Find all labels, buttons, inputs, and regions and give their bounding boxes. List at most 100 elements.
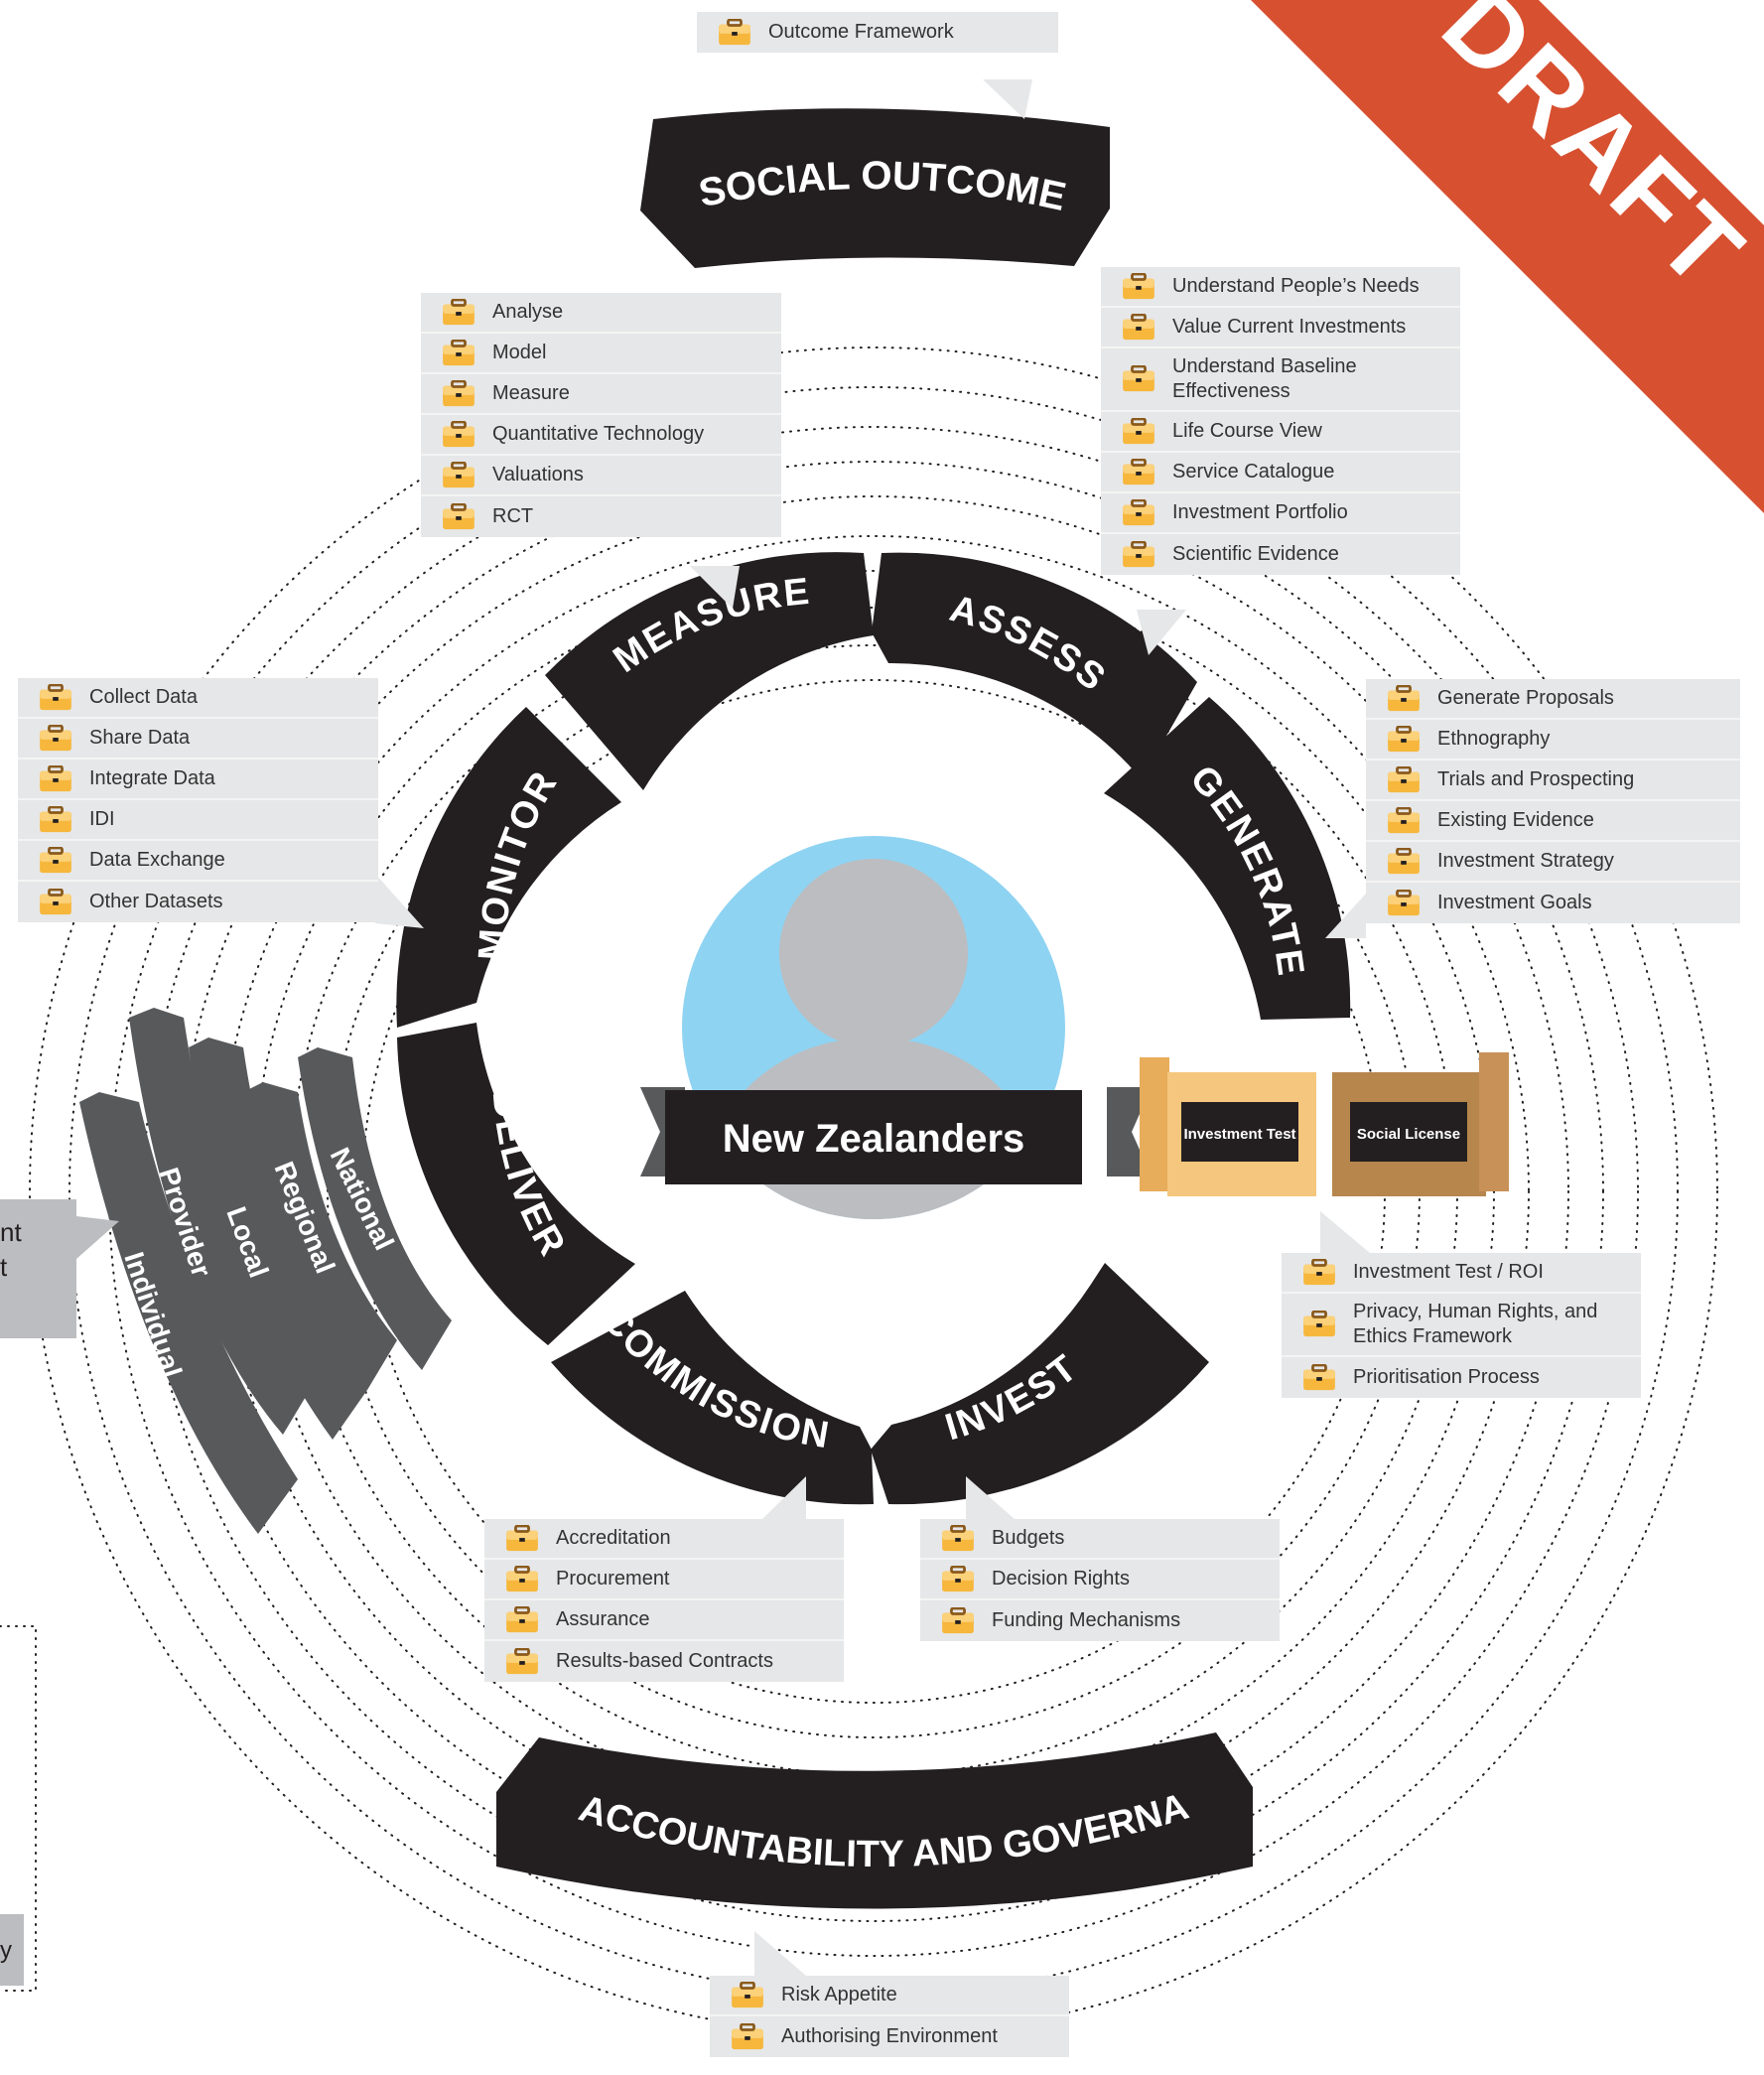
invest-item-label: Decision Rights — [992, 1568, 1130, 1590]
monitor-item: Collect Data — [18, 678, 378, 719]
assess-item-label: Understand Baseline Effectiveness — [1172, 355, 1357, 402]
monitor-item-label: Collect Data — [89, 686, 198, 708]
commission-item: Accreditation — [484, 1519, 844, 1560]
measure-item: Quantitative Technology — [421, 415, 781, 456]
briefcase-icon — [940, 1565, 976, 1593]
briefcase-icon — [441, 420, 476, 449]
briefcase-icon — [1121, 365, 1156, 393]
commission-item: Assurance — [484, 1600, 844, 1641]
briefcase-icon — [1386, 684, 1422, 713]
briefcase-icon — [1301, 1363, 1337, 1392]
commission-item-label: Procurement — [556, 1568, 670, 1590]
monitor-item: Other Datasets — [18, 882, 378, 922]
briefcase-icon — [1121, 272, 1156, 301]
outcomes-item: Outcome Framework — [697, 12, 1058, 53]
commission-item: Procurement — [484, 1560, 844, 1600]
measure-item-label: Measure — [492, 382, 570, 404]
measure-item-label: Model — [492, 342, 547, 363]
left-bottom-partial-box: y — [0, 1914, 24, 1986]
top-banner — [640, 108, 1110, 268]
assess-item: Value Current Investments — [1101, 308, 1460, 348]
segment-generate — [1104, 697, 1351, 1020]
generate-item: Generate Proposals — [1366, 679, 1740, 720]
briefcase-icon — [1121, 540, 1156, 569]
invest-item-label: Funding Mechanisms — [992, 1609, 1181, 1631]
measure-item-label: RCT — [492, 505, 534, 527]
invest-item: Budgets — [920, 1519, 1280, 1560]
band-individual — [79, 1092, 298, 1534]
generate-item-label: Ethnography — [1437, 728, 1551, 750]
assess-item-label: Value Current Investments — [1172, 316, 1407, 338]
measure-item: Model — [421, 334, 781, 374]
assess-item-label: Scientific Evidence — [1172, 543, 1339, 565]
band-provider — [129, 1008, 313, 1435]
briefcase-icon — [38, 888, 73, 916]
center-ribbon — [640, 1087, 1152, 1184]
briefcase-icon — [38, 724, 73, 753]
assess-item: Understand Baseline Effectiveness — [1101, 348, 1460, 412]
briefcase-icon — [1386, 806, 1422, 835]
monitor-item: Data Exchange — [18, 841, 378, 882]
segment-assess — [872, 552, 1197, 779]
governance-item: Risk Appetite — [710, 1976, 1069, 2016]
callout-pointers — [375, 79, 1370, 1976]
briefcase-icon — [1386, 847, 1422, 876]
monitor-item-label: Other Datasets — [89, 891, 223, 912]
investtest-item: Privacy, Human Rights, and Ethics Framew… — [1282, 1294, 1641, 1357]
generate-item-label: Trials and Prospecting — [1437, 768, 1635, 790]
center-label: New Zealanders — [723, 1117, 1025, 1161]
left-partial-line1: nt — [0, 1217, 22, 1247]
assess-item-label: Life Course View — [1172, 420, 1322, 442]
generate-item: Ethnography — [1366, 720, 1740, 761]
monitor-item: Share Data — [18, 719, 378, 760]
invest-item: Decision Rights — [920, 1560, 1280, 1600]
assess-item-label: Investment Portfolio — [1172, 501, 1348, 523]
left-partial-line2: t — [0, 1252, 8, 1282]
governance-item: Authorising Environment — [710, 2016, 1069, 2057]
briefcase-icon — [1386, 889, 1422, 917]
briefcase-icon — [730, 1981, 765, 2009]
briefcase-icon — [38, 846, 73, 875]
assess-item: Understand People’s Needs — [1101, 267, 1460, 308]
commission-item-label: Results-based Contracts — [556, 1650, 773, 1672]
generate-item: Investment Goals — [1366, 883, 1740, 923]
measure-item: Valuations — [421, 456, 781, 496]
person-avatar — [682, 836, 1065, 1219]
briefcase-icon — [940, 1524, 976, 1553]
segment-measure — [545, 552, 874, 790]
gate-label-social-license: Social License — [1357, 1126, 1460, 1143]
briefcase-icon — [504, 1605, 540, 1634]
band-local — [189, 1038, 367, 1440]
bottom-banner — [496, 1732, 1253, 1909]
briefcase-icon — [38, 805, 73, 834]
briefcase-icon — [504, 1565, 540, 1593]
briefcase-icon — [504, 1647, 540, 1676]
gate-investment-test: Investment Test — [1140, 1057, 1316, 1196]
assess-item: Life Course View — [1101, 412, 1460, 453]
briefcase-icon — [441, 339, 476, 367]
generate-item: Existing Evidence — [1366, 801, 1740, 842]
measure-item-label: Valuations — [492, 464, 584, 485]
measure-item-label: Quantitative Technology — [492, 423, 705, 445]
investtest-item: Investment Test / ROI — [1282, 1253, 1641, 1294]
investtest-item-label: Investment Test / ROI — [1353, 1261, 1544, 1283]
outcomes-item-label: Outcome Framework — [768, 21, 954, 43]
gate-social-license: Social License — [1332, 1052, 1509, 1196]
left-bottom-partial-text: y — [0, 1937, 12, 1964]
generate-item-label: Existing Evidence — [1437, 809, 1594, 831]
briefcase-icon — [1301, 1311, 1337, 1338]
briefcase-icon — [1121, 498, 1156, 527]
cycle-ring — [396, 552, 1351, 1505]
investtest-item: Prioritisation Process — [1282, 1357, 1641, 1398]
monitor-item-label: Integrate Data — [89, 767, 215, 789]
briefcase-icon — [940, 1606, 976, 1635]
generate-item-label: Investment Strategy — [1437, 850, 1614, 872]
level-bands — [79, 1008, 452, 1534]
assess-item-label: Understand People’s Needs — [1172, 275, 1420, 297]
briefcase-icon — [38, 764, 73, 793]
